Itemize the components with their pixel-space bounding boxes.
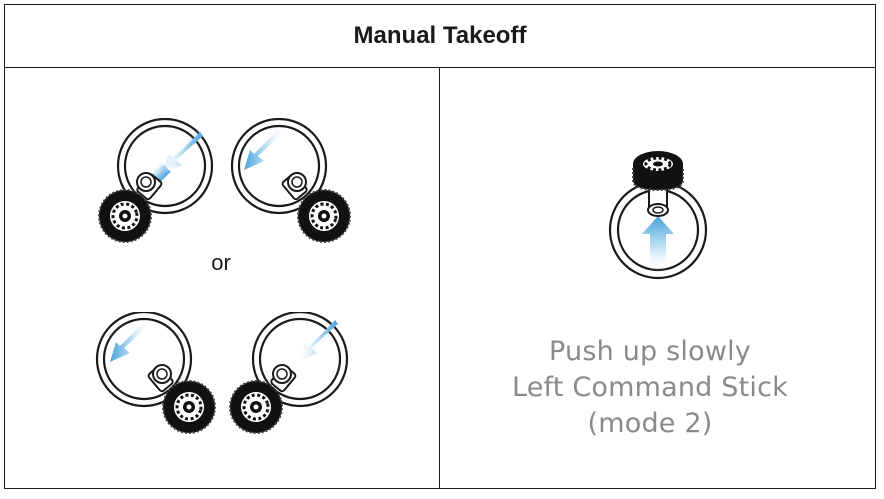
diagram-title: Manual Takeoff bbox=[353, 22, 527, 49]
header-cell: Manual Takeoff bbox=[5, 5, 875, 68]
caption: Push up slowly Left Command Stick (mode … bbox=[470, 334, 830, 442]
caption-line-2: Left Command Stick bbox=[511, 372, 789, 403]
or-label: or bbox=[211, 250, 231, 275]
column-divider bbox=[439, 68, 440, 488]
caption-line-3: (mode 2) bbox=[587, 408, 713, 439]
joystick-push-up-icon bbox=[608, 151, 708, 280]
joystick-down-left-icon bbox=[226, 312, 349, 441]
joystick-down-left-icon bbox=[91, 118, 214, 248]
joystick-down-right-icon bbox=[95, 312, 223, 441]
diagram-frame: Manual Takeoff bbox=[4, 4, 876, 489]
caption-line-1: Push up slowly bbox=[549, 336, 751, 367]
joystick-down-right-icon bbox=[230, 118, 358, 248]
